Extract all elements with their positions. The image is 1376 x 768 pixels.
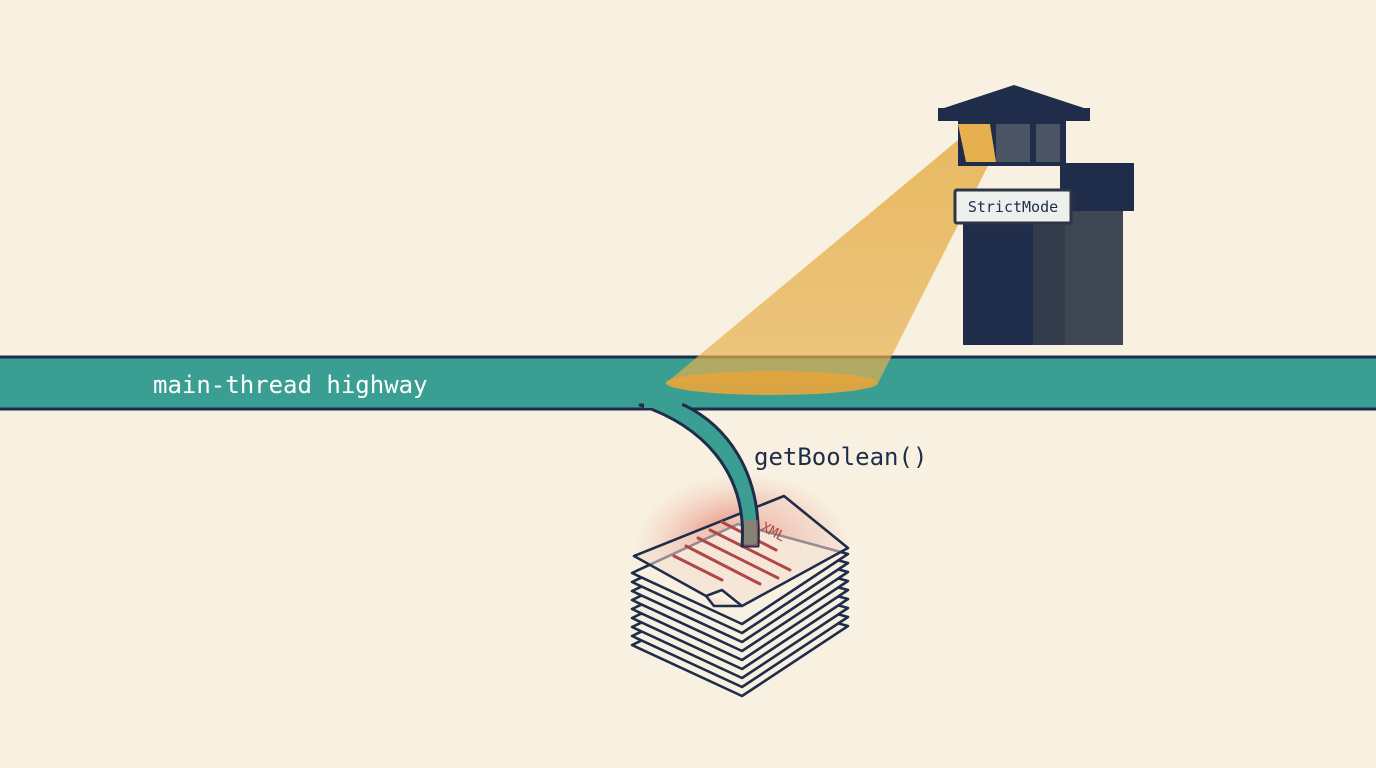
strictmode-sign <box>953 188 1073 225</box>
strictmode-sign-label: StrictMode <box>968 198 1058 216</box>
tower-window <box>1036 124 1060 162</box>
spotlight-pool <box>666 371 878 395</box>
strictmode-watchtower: StrictMode <box>938 85 1134 345</box>
spotlight-beam <box>666 140 996 395</box>
tower-window <box>996 124 1030 162</box>
tower-roof <box>938 85 1090 110</box>
call-label: getBoolean() <box>754 443 927 471</box>
folded-corner <box>705 588 743 608</box>
xml-file-stack: XML <box>630 494 850 698</box>
highway-label: main-thread highway <box>153 371 428 399</box>
tower-window-lit <box>958 124 996 162</box>
